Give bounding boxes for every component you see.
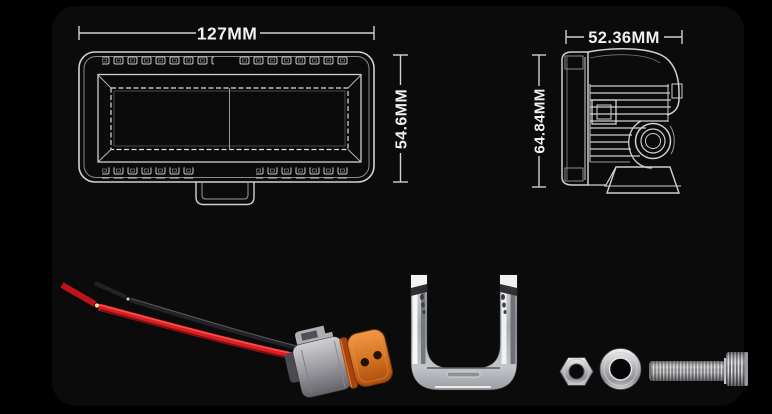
connector-pin-hole — [373, 350, 382, 360]
red-wire — [60, 282, 303, 362]
side-height-dimension: 64.84MM — [529, 54, 549, 188]
front-height-label: 54.6MM — [393, 89, 410, 149]
light-bar-body-drawing — [78, 51, 375, 206]
bracket-slot — [446, 371, 481, 378]
front-width-label: 127MM — [197, 23, 257, 43]
front-width-dimension: 127MM — [78, 22, 375, 44]
hex-nut — [559, 357, 594, 386]
socket-head-bolt — [649, 352, 748, 386]
side-view-diagram: 52.36MM 64.84MM — [529, 26, 683, 194]
flat-washer — [599, 348, 642, 390]
background-panel — [52, 6, 744, 406]
bracket-top-cap — [411, 275, 427, 288]
side-width-dimension: 52.36MM — [565, 26, 683, 47]
connector-face — [347, 329, 393, 387]
bracket-holes — [420, 294, 507, 314]
side-width-label: 52.36MM — [588, 29, 660, 47]
hardware-set — [559, 348, 748, 390]
bracket-top-cap — [500, 275, 517, 288]
black-wire — [94, 281, 307, 353]
u-mounting-bracket — [410, 274, 518, 391]
dt-connector — [284, 325, 393, 398]
light-pod-side-drawing — [561, 48, 683, 194]
wiring-harness — [60, 281, 393, 398]
front-view-diagram: 127MM — [78, 22, 411, 206]
side-height-label: 64.84MM — [531, 88, 548, 153]
front-height-dimension: 54.6MM — [390, 54, 411, 183]
connector-pin-hole — [360, 358, 369, 367]
connector-seal — [339, 337, 358, 389]
